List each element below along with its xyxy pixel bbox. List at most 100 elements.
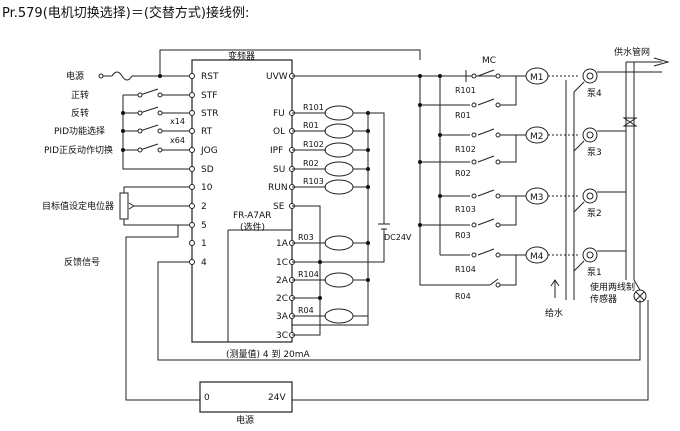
terminal-label: RT [201,127,213,137]
junction [318,260,322,264]
wire [353,242,368,317]
wire [440,248,526,256]
setpoint-potentiometer: 目标值设定电位器 [42,186,189,226]
switch-ladder: 正转 反转 PID功能选择 PID正反动作切换 x14 x64 [44,88,189,170]
terminal-label: RST [201,72,219,82]
supply-arrow [653,57,670,67]
feedback-wire [157,261,641,361]
wire [440,128,526,136]
terminal-str [189,110,195,116]
power-input: 电源 [66,49,421,82]
terminal-4 [189,259,195,265]
relay-label: R04 [298,306,314,315]
feedback-label: 反馈信号 [64,256,100,268]
junction [121,148,125,152]
pump-2-icon [582,188,598,204]
option-sub: (选件) [240,221,265,233]
option-label: FR-A7AR [233,211,271,221]
relay-coil-r101 [324,105,354,121]
pumps: 泵4 泵3 泵2 泵1 [573,68,626,278]
switch-contact [157,147,163,153]
contact [495,159,501,165]
x64-label: x64 [170,136,185,145]
piping: 给水 供水管网 使用两线制 传感器 [545,46,670,319]
terminal-2 [189,203,195,209]
relay-label: R103 [303,177,324,186]
terminal-label: 2 [201,202,207,212]
pump-hub [586,131,594,139]
terminal-label: 10 [201,183,213,193]
power-feed-wire [159,49,421,76]
power-fuse [103,71,189,81]
terminal-label: UVW [266,72,288,82]
junction [366,148,370,152]
wire [420,196,517,226]
power-terminal [98,73,104,79]
pump-hub [586,192,594,200]
terminal-label: 1 [201,239,207,249]
pump-hub [586,72,594,80]
power-supply: 0 24V 电源 [199,300,649,426]
pump-discharge [597,71,626,252]
dc24v-source: DC24V [292,112,412,263]
pid-action-label: PID正反动作切换 [44,144,113,156]
relay-coil-r104 [324,272,354,288]
terminal-label: 4 [201,258,207,268]
wire [292,316,369,326]
terminal-5 [189,222,195,228]
relay-coil-r103 [324,179,354,195]
motor-label: M1 [530,73,544,83]
relay-return-bus [353,112,369,325]
terminal-rst [189,73,195,79]
x14-label: x14 [170,117,185,126]
contact [471,159,477,165]
option-box [227,229,292,342]
junction [366,167,370,171]
contact-label: R104 [455,265,476,274]
pump-label: 泵4 [587,88,602,99]
terminal-jog [189,147,195,153]
pump-4-icon [582,68,598,84]
psu-zero-wire [125,225,200,401]
wire [440,189,526,197]
contact [495,222,501,228]
relay-coil-r04 [324,308,354,324]
terminal-label: 1A [276,239,289,249]
junction [121,129,125,133]
pump-1-icon [582,247,598,263]
terminal-label: STF [201,91,217,101]
inverter-box [191,59,293,343]
measure-label: (测量值) 4 到 20mA [226,348,311,360]
water-in-label: 给水 [545,307,563,319]
sensor-cross [635,291,645,301]
reverse-label: 反转 [71,107,89,119]
pid-select-switch [123,124,189,132]
junction [418,74,422,78]
contact [495,252,501,258]
reverse-switch [123,106,189,114]
psu-label: 电源 [236,414,254,426]
contact [471,132,477,138]
relay-coil-r02 [324,161,354,177]
power-label: 电源 [66,70,84,82]
common-rail [122,95,189,170]
contact [471,252,477,258]
terminal-label: JOG [200,146,218,156]
junction [438,133,442,137]
junction [318,296,322,300]
terminal-label: FU [273,109,285,119]
contact-label: R03 [455,231,471,240]
terminal-label: 5 [201,221,207,231]
wire [489,255,517,286]
wire [440,69,526,77]
setpoint-label: 目标值设定电位器 [42,200,114,212]
contact [495,102,501,108]
terminal-sd [189,166,195,172]
terminal-10 [189,184,195,190]
terminal-label: STR [201,109,218,119]
terminal-label: 1C [276,258,288,268]
terminal-label: 3A [276,312,289,322]
terminal-rt [189,128,195,134]
suction-pipe [565,80,575,300]
relay-label: R102 [303,140,324,149]
